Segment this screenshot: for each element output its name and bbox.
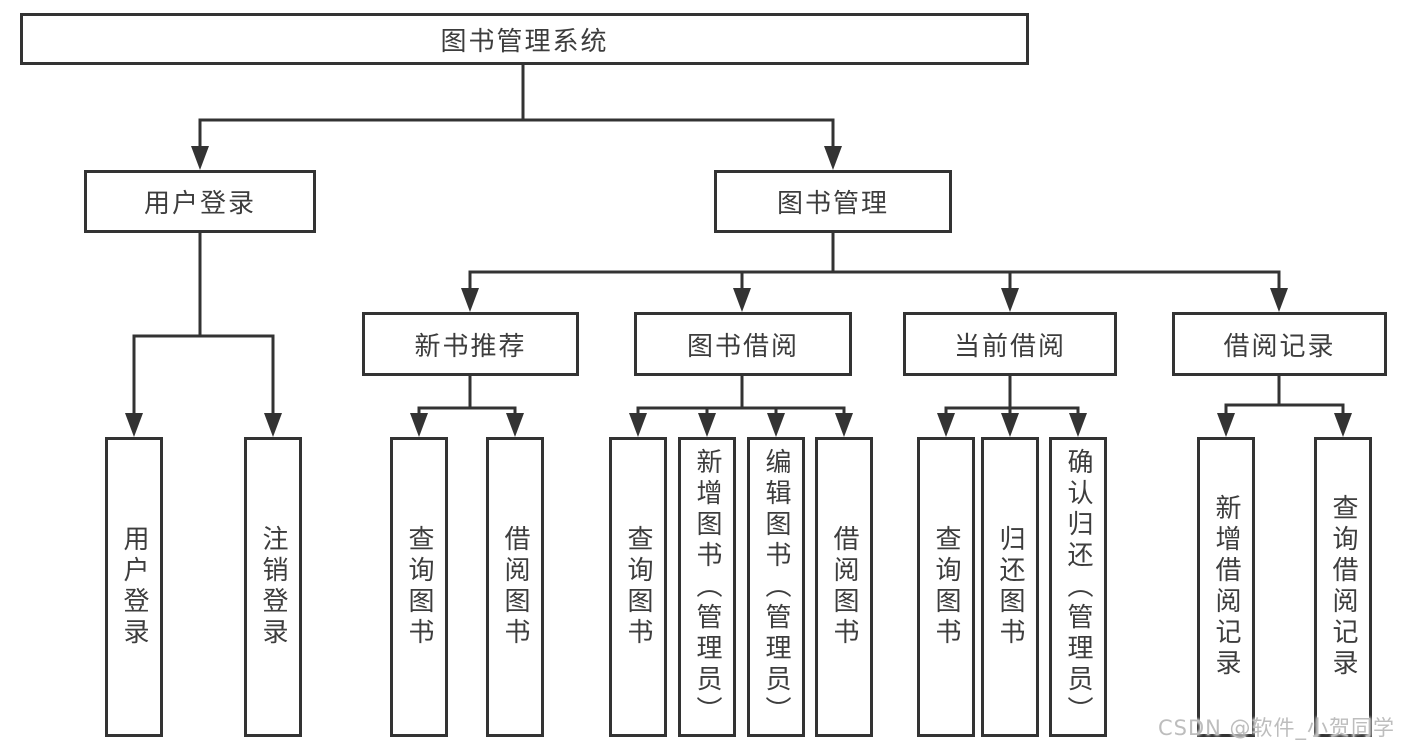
node-current-borrow: 当前借阅 [903, 312, 1117, 376]
node-borrow-records-label: 借阅记录 [1223, 331, 1336, 362]
leaf-query-books-borrow-label: 查询图书 [623, 525, 653, 649]
leaf-confirm-return-admin: 确认归还（管理员） [1049, 437, 1107, 737]
node-current-borrow-label: 当前借阅 [953, 331, 1066, 362]
connector-new-book-recommend-children [417, 376, 517, 413]
leaf-borrow-books: 借阅图书 [815, 437, 873, 737]
connector-book-borrow-children [636, 376, 846, 413]
node-new-book-recommend-label: 新书推荐 [414, 331, 527, 362]
node-borrow-records: 借阅记录 [1172, 312, 1387, 376]
leaf-query-books-borrow: 查询图书 [609, 437, 667, 737]
node-user-login-label: 用户登录 [143, 189, 256, 219]
node-book-borrow: 图书借阅 [634, 312, 852, 376]
node-new-book-recommend: 新书推荐 [362, 312, 579, 376]
node-book-management: 图书管理 [714, 170, 952, 233]
leaf-query-books-current: 查询图书 [917, 437, 975, 737]
node-book-management-label: 图书管理 [776, 189, 889, 219]
leaf-confirm-return-admin-label: 确认归还（管理员） [1063, 447, 1093, 727]
connector-borrow-records-children [1224, 376, 1345, 413]
leaf-borrow-books-recommend: 借阅图书 [486, 437, 544, 737]
node-book-borrow-label: 图书借阅 [686, 331, 799, 362]
leaf-add-borrow-record-label: 新增借阅记录 [1211, 494, 1241, 680]
leaf-user-login-label: 用户登录 [119, 525, 149, 649]
leaf-query-borrow-record-label: 查询借阅记录 [1328, 494, 1358, 680]
node-user-login: 用户登录 [84, 170, 316, 233]
leaf-query-books-current-label: 查询图书 [931, 525, 961, 649]
leaf-return-books-label: 归还图书 [995, 525, 1025, 649]
leaf-add-borrow-record: 新增借阅记录 [1197, 437, 1255, 737]
arrowheads [125, 146, 1352, 437]
watermark: CSDN @软件_小贺同学 [1158, 716, 1396, 740]
leaf-borrow-books-label: 借阅图书 [829, 525, 859, 649]
leaf-edit-books-admin-label: 编辑图书（管理员） [761, 447, 791, 727]
connector-current-borrow-children [944, 376, 1080, 413]
leaf-edit-books-admin: 编辑图书（管理员） [747, 437, 805, 737]
leaf-query-borrow-record: 查询借阅记录 [1314, 437, 1372, 737]
leaf-logout: 注销登录 [244, 437, 302, 737]
connector-root-to-level2 [198, 65, 835, 146]
node-root-label: 图书管理系统 [440, 26, 609, 57]
leaf-return-books: 归还图书 [981, 437, 1039, 737]
leaf-add-books-admin: 新增图书（管理员） [678, 437, 736, 737]
node-root: 图书管理系统 [20, 13, 1029, 65]
leaf-add-books-admin-label: 新增图书（管理员） [692, 447, 722, 727]
connector-book-management-children [468, 233, 1281, 288]
leaf-logout-label: 注销登录 [258, 525, 288, 649]
leaf-borrow-books-recommend-label: 借阅图书 [500, 525, 530, 649]
connector-user-login-children [132, 233, 275, 413]
leaf-query-books-recommend: 查询图书 [390, 437, 448, 737]
leaf-query-books-recommend-label: 查询图书 [404, 525, 434, 649]
leaf-user-login: 用户登录 [105, 437, 163, 737]
